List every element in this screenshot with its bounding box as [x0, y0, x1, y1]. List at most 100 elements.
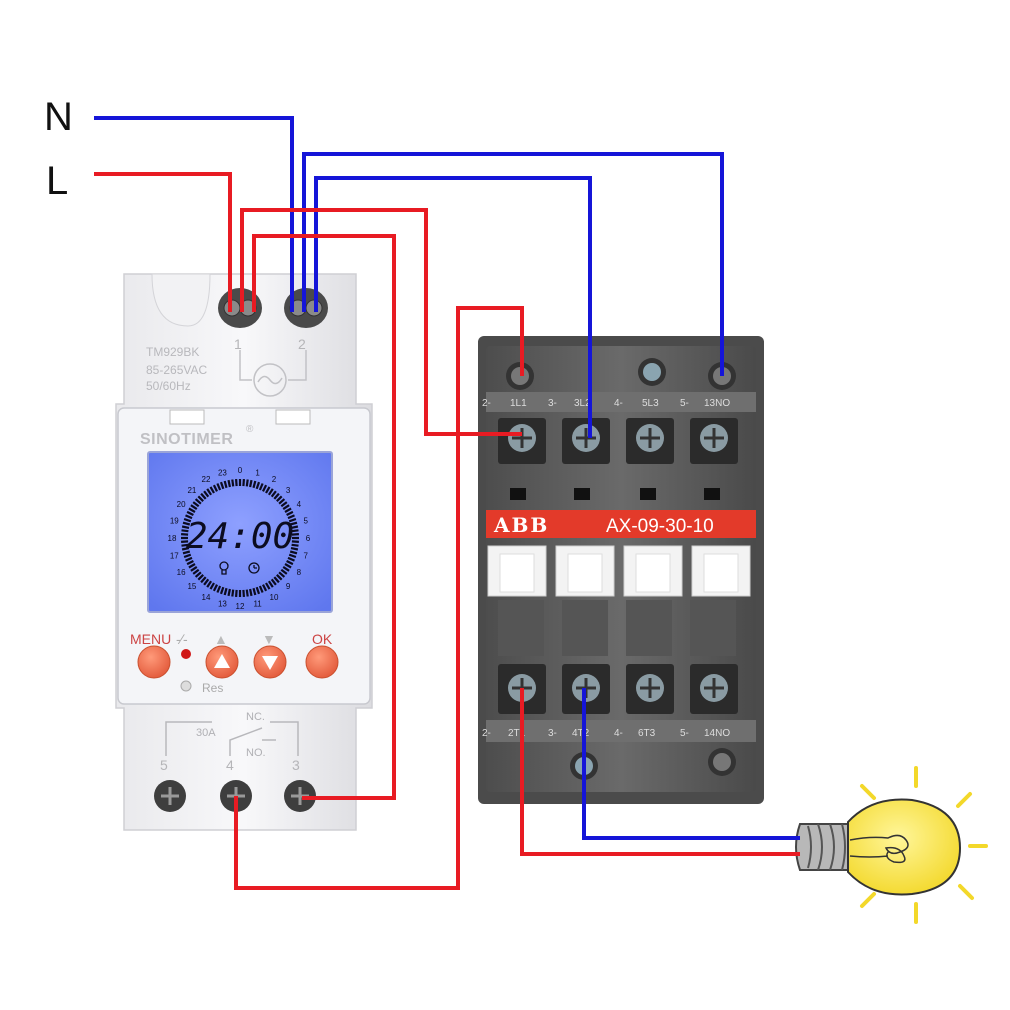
timer-registered-mark: ® — [246, 424, 254, 435]
dial-segment — [284, 563, 292, 569]
dial-hour-19: 19 — [170, 516, 179, 525]
dial-segment — [192, 568, 200, 575]
contactor-bottom-label-4: 14NO — [704, 728, 730, 739]
coil-symbol — [239, 350, 307, 397]
bottom-terminal-3-label: 3 — [292, 757, 300, 773]
dial-segment — [216, 483, 222, 491]
dial-hour-5: 5 — [303, 516, 308, 525]
dial-segment — [235, 479, 238, 487]
dial-segment — [242, 589, 245, 597]
contactor-top-label-2-prefix: 3- — [548, 398, 557, 409]
dial-segment — [186, 510, 194, 516]
dial-segment — [282, 504, 290, 511]
dial-hour-20: 20 — [177, 500, 186, 509]
dial-segment — [223, 587, 228, 596]
contactor-rib — [562, 600, 608, 656]
abb-logo: ABB — [493, 513, 549, 537]
bulb-base-threads — [807, 823, 846, 871]
contactor-top-terminal-1l1 — [498, 418, 546, 464]
timer-brand: SINOTIMER — [140, 431, 233, 448]
neutral-label: N — [44, 95, 73, 139]
dial-segment — [273, 492, 280, 500]
dial-segment — [223, 480, 228, 489]
dial-segment — [270, 490, 277, 498]
contactor-bottom-terminal-6t3 — [626, 664, 674, 714]
ok-button-label: OK — [312, 631, 333, 647]
relay-schematic — [165, 721, 299, 756]
dial-segment — [289, 550, 298, 555]
relay-no-label: NO. — [246, 747, 266, 759]
dial-segment — [181, 529, 189, 533]
contactor-aux-bottom-screw-right — [708, 748, 736, 776]
contactor-bottom-label-1: 2T1 — [508, 728, 526, 739]
contactor-window-2 — [555, 545, 615, 597]
contactor-top-ledge — [486, 392, 756, 412]
dial-segment — [282, 565, 290, 572]
timer-bottom-terminal-5 — [154, 780, 186, 812]
relay-nc-label: NC. — [246, 711, 265, 723]
dial-segment — [194, 498, 202, 505]
wire-live-to-timer-1 — [94, 172, 232, 312]
dial-segment — [267, 488, 274, 496]
dial-segment — [181, 543, 189, 547]
wire-neutral-to-3l2 — [314, 176, 592, 438]
dial-hour-21: 21 — [187, 486, 196, 495]
dial-segment — [290, 547, 299, 551]
contactor-bottom-label-3-prefix: 4- — [614, 728, 623, 739]
reset-button[interactable] — [180, 680, 192, 692]
dial-hour-23: 23 — [218, 468, 227, 477]
contactor-window-4 — [691, 545, 751, 597]
dial-segment — [284, 507, 292, 513]
dial-segment — [194, 571, 202, 578]
relay-rating-label: 30A — [196, 727, 216, 739]
dial-segment — [206, 488, 213, 496]
dial-segment — [270, 578, 277, 586]
dial-segment — [252, 587, 257, 596]
dial-segment — [287, 514, 295, 520]
dial-segment — [188, 563, 196, 569]
contactor-bottom-ledge — [486, 720, 756, 742]
dial-segment — [190, 504, 198, 511]
dial-segment — [219, 481, 225, 490]
contactor-window-3 — [623, 545, 683, 597]
menu-button[interactable] — [137, 645, 171, 679]
reset-label: Res — [202, 681, 223, 695]
dial-hour-17: 17 — [170, 552, 179, 561]
dial-segment — [288, 553, 297, 559]
contactor-window-1 — [487, 545, 547, 597]
dial-hour-0: 0 — [238, 466, 243, 475]
timer-voltage-text: 85-265VAC — [146, 363, 207, 377]
dial-hour-7: 7 — [303, 552, 308, 561]
dial-hour-10: 10 — [270, 593, 279, 602]
bulb-glass — [847, 798, 962, 896]
contactor-top-label-3: 5L3 — [642, 398, 659, 409]
dial-segment — [276, 495, 283, 502]
up-button[interactable] — [205, 645, 239, 679]
dial-segment — [209, 582, 215, 590]
bottom-terminal-4-label: 4 — [226, 757, 234, 773]
contactor-bottom-label-4-prefix: 5- — [680, 728, 689, 739]
dial-segment — [231, 479, 235, 487]
down-button[interactable] — [253, 645, 287, 679]
dial-segment — [258, 483, 264, 491]
top-terminal-2-label: 2 — [298, 336, 306, 352]
contactor-slot — [510, 488, 526, 500]
dial-segment — [192, 501, 200, 508]
dial-segment — [288, 517, 297, 523]
dial-segment — [291, 533, 299, 536]
dial-segment — [203, 490, 210, 498]
dial-segment — [273, 576, 280, 584]
bulb-filament — [849, 834, 909, 864]
lcd-time-display: 24:00 — [186, 516, 294, 557]
dial-hour-1: 1 — [255, 468, 260, 477]
dial-segment — [185, 556, 193, 562]
contactor-model: AX-09-30-10 — [606, 516, 714, 537]
contactor-bottom-label-2-prefix: 3- — [548, 728, 557, 739]
menu-button-label: MENU — [130, 631, 171, 647]
dial-segment — [252, 480, 257, 489]
dial-segment — [183, 553, 192, 559]
ok-button[interactable] — [305, 645, 339, 679]
dial-hour-13: 13 — [218, 600, 227, 609]
